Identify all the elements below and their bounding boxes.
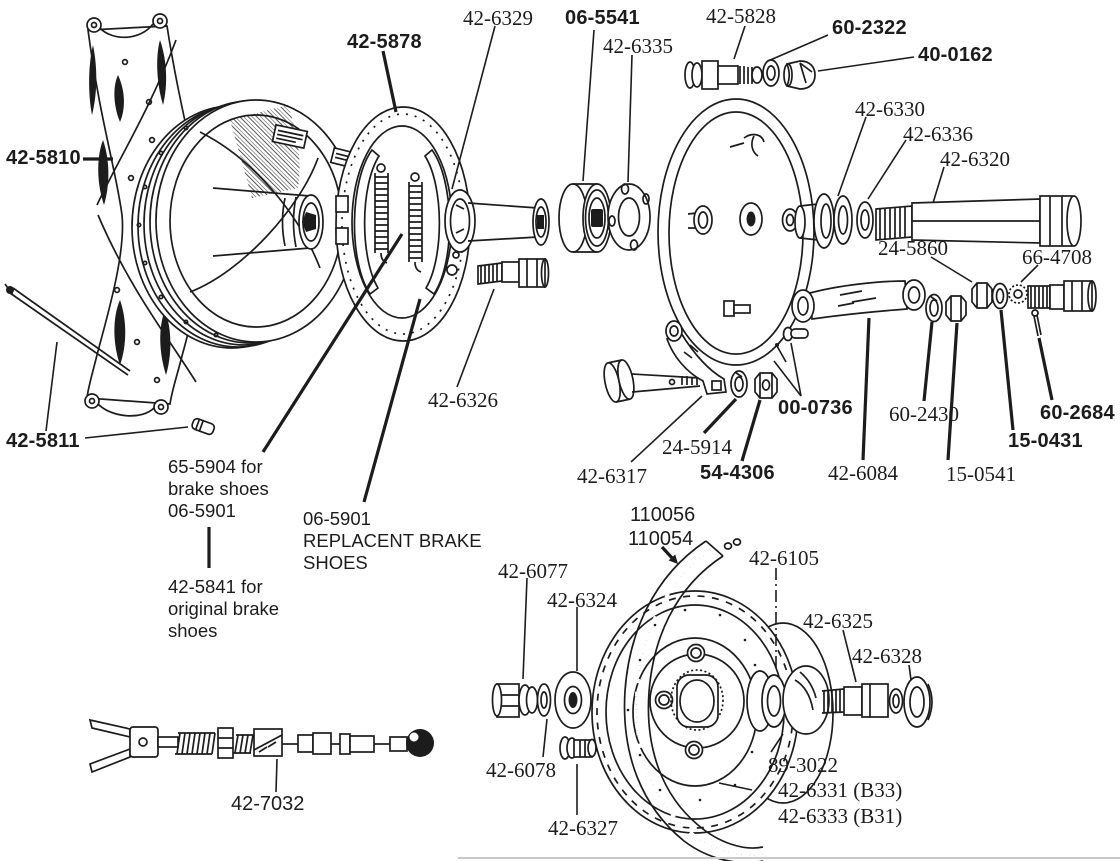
washer-42-6325-target-drawing: [888, 688, 904, 714]
brake-adjuster-42-6317-drawing: [603, 359, 701, 403]
hub-cap-42-6105-drawing: [782, 665, 830, 735]
clevis-pin-00-0736-drawing: [775, 326, 809, 363]
note-65-5904: 65-5904 for brake shoes 06-5901: [168, 456, 269, 521]
cover-plate-drawing: [657, 98, 815, 366]
dome-nut-40-0162-drawing: [783, 60, 816, 90]
washer-24-5914-drawing: [730, 370, 748, 398]
callout-42-7032: 42-7032: [231, 793, 305, 815]
wheel-bearing-drawing: [558, 183, 612, 253]
callout-42-6330: 42-6330: [855, 97, 925, 121]
rear-sprocket-drawing: [591, 590, 799, 834]
hub-bolt-drawing: [477, 258, 550, 288]
callout-110054: 110054: [628, 528, 694, 550]
callout-06-5541: 06-5541: [565, 7, 640, 29]
hub-drum-drawing: [131, 99, 363, 349]
brake-lever-drawing: [665, 320, 727, 395]
leader-lines: [45, 25, 1120, 859]
brake-cable-drawing: [88, 718, 434, 774]
callout-15-0541: 15-0541: [946, 462, 1016, 486]
callout-42-5828: 42-5828: [706, 4, 776, 28]
note-06-5901: 06-5901 REPLACENT BRAKE SHOES: [303, 508, 482, 573]
sleeve-nut-42-6077-drawing: [491, 683, 539, 718]
callout-24-5914: 24-5914: [662, 435, 732, 459]
callout-42-6327: 42-6327: [548, 816, 618, 840]
callout-42-6328: 42-6328: [852, 644, 922, 668]
callout-42-6329: 42-6329: [463, 6, 533, 30]
note-42-5841: 42-5841 for original brake shoes: [168, 576, 280, 641]
spoke-nipple-drawing: [191, 417, 216, 436]
callout-42-6320: 42-6320: [940, 147, 1010, 171]
washer-42-6078-drawing: [536, 683, 552, 717]
callout-42-6324: 42-6324: [547, 588, 617, 612]
axle-42-6320-drawing: [875, 195, 1082, 247]
spring-washer-60-2430-drawing: [925, 293, 943, 323]
nut-54-4306-drawing: [754, 372, 778, 399]
callout-60-2322: 60-2322: [832, 17, 907, 39]
bearing-spacer-drawing: [444, 189, 550, 253]
callout-89-3022: 89-3022: [768, 753, 838, 777]
anchor-plate-42-6324-drawing: [554, 671, 592, 729]
washer-42-6336-drawing: [856, 201, 874, 239]
star-washer-66-4708-drawing: [1008, 284, 1028, 304]
callout-42-6333-B31: 42-6333 (B31): [778, 804, 903, 828]
callout-42-6077: 42-6077: [498, 559, 568, 583]
callout-42-5810: 42-5810: [6, 147, 81, 169]
callout-24-5860: 24-5860: [878, 236, 948, 260]
callout-42-6105: 42-6105: [749, 546, 819, 570]
washer-42-6330-face-drawing: [833, 195, 853, 245]
bearing-retainer-drawing: [607, 183, 651, 251]
callout-42-6078: 42-6078: [486, 758, 556, 782]
callout-54-4306: 54-4306: [700, 462, 775, 484]
plain-washer-60-2322-drawing: [762, 59, 780, 87]
callout-42-6325: 42-6325: [803, 609, 873, 633]
nut-24-5860-drawing: [971, 282, 993, 309]
torque-arm-42-6084-drawing: [791, 279, 926, 323]
sprocket-shaft-drawing: [821, 683, 889, 718]
callout-42-5878: 42-5878: [347, 31, 422, 53]
torque-arm-bolt-drawing: [1027, 280, 1097, 312]
callout-42-5811: 42-5811: [6, 430, 80, 452]
end-cup-42-6328-drawing: [903, 676, 933, 728]
nut-15-0541-drawing: [945, 295, 967, 322]
callout-42-6331-B33: 42-6331 (B33): [778, 778, 903, 802]
callout-40-0162: 40-0162: [918, 44, 993, 66]
callout-60-2430: 60-2430: [889, 402, 959, 426]
callout-42-6084: 42-6084: [828, 461, 898, 485]
callout-42-6317: 42-6317: [577, 464, 647, 488]
callout-42-6326: 42-6326: [428, 388, 498, 412]
callout-42-6335: 42-6335: [603, 34, 673, 58]
pivot-stud-drawing: [684, 60, 763, 90]
split-pin-60-2684-drawing: [1031, 309, 1042, 337]
washer-15-0431-drawing: [991, 282, 1009, 310]
callout-110056: 110056: [630, 504, 696, 526]
drive-chain-drawing: [623, 538, 764, 861]
bolt-42-6327-drawing: [559, 736, 597, 760]
callout-15-0431: 15-0431: [1008, 430, 1083, 452]
callout-00-0736: 00-0736: [778, 397, 853, 419]
callout-66-4708: 66-4708: [1022, 245, 1092, 269]
callout-60-2684: 60-2684: [1040, 402, 1115, 424]
callout-42-6336: 42-6336: [903, 122, 973, 146]
spoke-drawing: [4, 283, 131, 376]
bearing-sleeve-89-3022-drawing: [746, 670, 787, 732]
